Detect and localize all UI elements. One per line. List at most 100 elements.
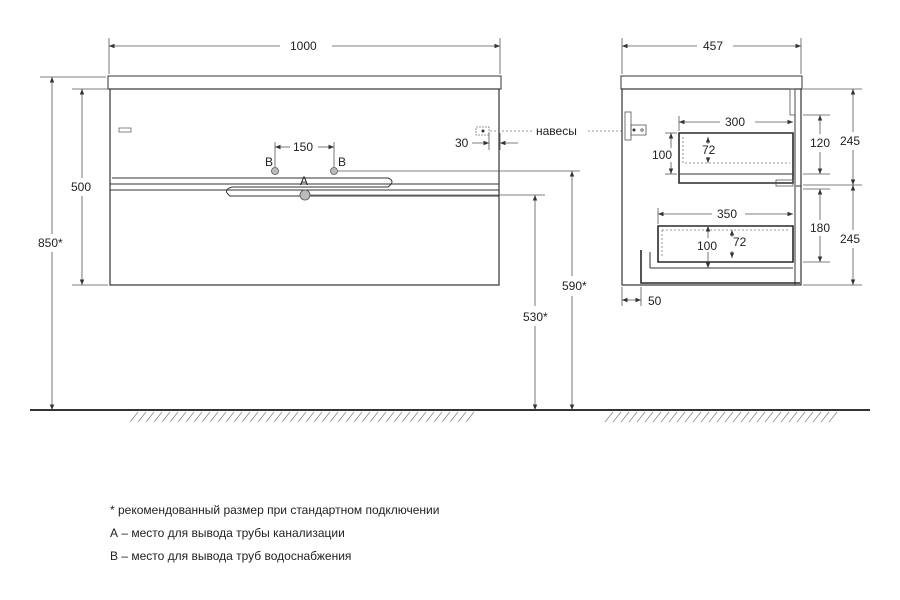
- floor-hatch-stroke: [353, 411, 363, 423]
- floor-hatch-stroke: [233, 411, 243, 423]
- floor-hatch-stroke: [684, 411, 694, 423]
- note-supply: В – место для вывода труб водоснабжения: [110, 549, 351, 563]
- floor-hatch-stroke: [249, 411, 259, 423]
- floor-hatch-stroke: [225, 411, 235, 423]
- floor-line: [30, 409, 870, 423]
- lower-drawer-inner-label: 72: [733, 235, 747, 249]
- floor-hatch-stroke: [756, 411, 766, 423]
- floor-hatch-stroke: [700, 411, 710, 423]
- floor-hatch-stroke: [604, 411, 614, 423]
- body-height-label: 500: [71, 180, 91, 194]
- lower-section-label: 245: [840, 232, 860, 246]
- floor-hatch-stroke: [305, 411, 315, 423]
- floor-hatch-stroke: [628, 411, 638, 423]
- hole-b-left-label: B: [265, 155, 273, 169]
- floor-hatch-stroke: [788, 411, 798, 423]
- floor-hatch-stroke: [828, 411, 838, 423]
- hole-b-right-label: B: [338, 155, 346, 169]
- hanger-offset-label: 30: [455, 136, 469, 150]
- floor-hatch-stroke: [401, 411, 411, 423]
- front-countertop: [107, 75, 502, 90]
- floor-hatch-stroke: [169, 411, 179, 423]
- floor-hatch-stroke: [433, 411, 443, 423]
- floor-hatch-stroke: [820, 411, 830, 423]
- floor-hatch-stroke: [660, 411, 670, 423]
- floor-hatch-stroke: [193, 411, 203, 423]
- floor-hatch-stroke: [153, 411, 163, 423]
- floor-hatch-stroke: [377, 411, 387, 423]
- notes: * рекомендованный размер при стандартном…: [110, 503, 439, 563]
- upper-drawer: [678, 132, 794, 187]
- floor-hatch-stroke: [257, 411, 267, 423]
- floor-hatch-stroke: [652, 411, 662, 423]
- floor-hatch-stroke: [417, 411, 427, 423]
- floor-hatch: [129, 411, 838, 423]
- front-handle-recess: [112, 177, 499, 197]
- floor-hatch-stroke: [644, 411, 654, 423]
- floor-hatch-stroke: [185, 411, 195, 423]
- floor-hatch-stroke: [716, 411, 726, 423]
- brand-logo-mark: [118, 127, 132, 133]
- lower-drawer-depth-label: 350: [717, 207, 737, 221]
- floor-hatch-stroke: [209, 411, 219, 423]
- upper-drawer-height-label: 120: [810, 136, 830, 150]
- floor-hatch-stroke: [748, 411, 758, 423]
- hole-b-left: [271, 167, 279, 175]
- floor-hatch-stroke: [385, 411, 395, 423]
- floor-hatch-stroke: [441, 411, 451, 423]
- floor-hatch-stroke: [265, 411, 275, 423]
- floor-hatch-stroke: [732, 411, 742, 423]
- floor-hatch-stroke: [636, 411, 646, 423]
- front-view: B B A 150 1000 850* 500 30: [38, 38, 625, 410]
- side-cabinet-body: [621, 88, 802, 286]
- lower-drawer: [640, 225, 800, 284]
- supply-height-label: 590*: [562, 279, 587, 293]
- upper-drawer-depth-label: 300: [725, 115, 745, 129]
- floor-hatch-stroke: [409, 411, 419, 423]
- floor-hatch-stroke: [161, 411, 171, 423]
- floor-hatch-stroke: [780, 411, 790, 423]
- floor-hatch-stroke: [620, 411, 630, 423]
- upper-drawer-left-label: 100: [652, 148, 672, 162]
- floor-hatch-stroke: [289, 411, 299, 423]
- floor-hatch-stroke: [361, 411, 371, 423]
- side-countertop: [620, 75, 803, 90]
- floor-hatch-stroke: [668, 411, 678, 423]
- hanger-mark-front: [475, 126, 490, 136]
- floor-hatch-stroke: [281, 411, 291, 423]
- floor-hatch-stroke: [297, 411, 307, 423]
- floor-hatch-stroke: [612, 411, 622, 423]
- floor-hatch-stroke: [465, 411, 475, 423]
- floor-hatch-stroke: [201, 411, 211, 423]
- floor-hatch-stroke: [313, 411, 323, 423]
- front-width-label: 1000: [290, 39, 317, 53]
- floor-hatch-stroke: [740, 411, 750, 423]
- floor-hatch-stroke: [321, 411, 331, 423]
- foot-offset-label: 50: [648, 294, 662, 308]
- floor-hatch-stroke: [345, 411, 355, 423]
- hole-a: [299, 189, 311, 201]
- floor-hatch-stroke: [425, 411, 435, 423]
- hole-spacing-label: 150: [293, 140, 313, 154]
- floor-hatch-stroke: [812, 411, 822, 423]
- drain-height-label: 530*: [523, 310, 548, 324]
- floor-hatch-stroke: [273, 411, 283, 423]
- hangers-label: навесы: [536, 124, 577, 138]
- overall-height-label: 850*: [38, 236, 63, 250]
- note-recommended: * рекомендованный размер при стандартном…: [110, 503, 439, 517]
- floor-hatch-stroke: [449, 411, 459, 423]
- floor-hatch-stroke: [804, 411, 814, 423]
- floor-hatch-stroke: [217, 411, 227, 423]
- hole-b-right: [330, 167, 338, 175]
- floor-hatch-stroke: [692, 411, 702, 423]
- floor-hatch-stroke: [241, 411, 251, 423]
- lower-drawer-height-label: 180: [810, 221, 830, 235]
- floor-hatch-stroke: [457, 411, 467, 423]
- floor-hatch-stroke: [708, 411, 718, 423]
- floor-hatch-stroke: [177, 411, 187, 423]
- upper-section-label: 245: [840, 134, 860, 148]
- note-drain: А – место для вывода трубы канализации: [110, 526, 345, 540]
- hole-a-label: A: [300, 174, 308, 188]
- floor-hatch-stroke: [329, 411, 339, 423]
